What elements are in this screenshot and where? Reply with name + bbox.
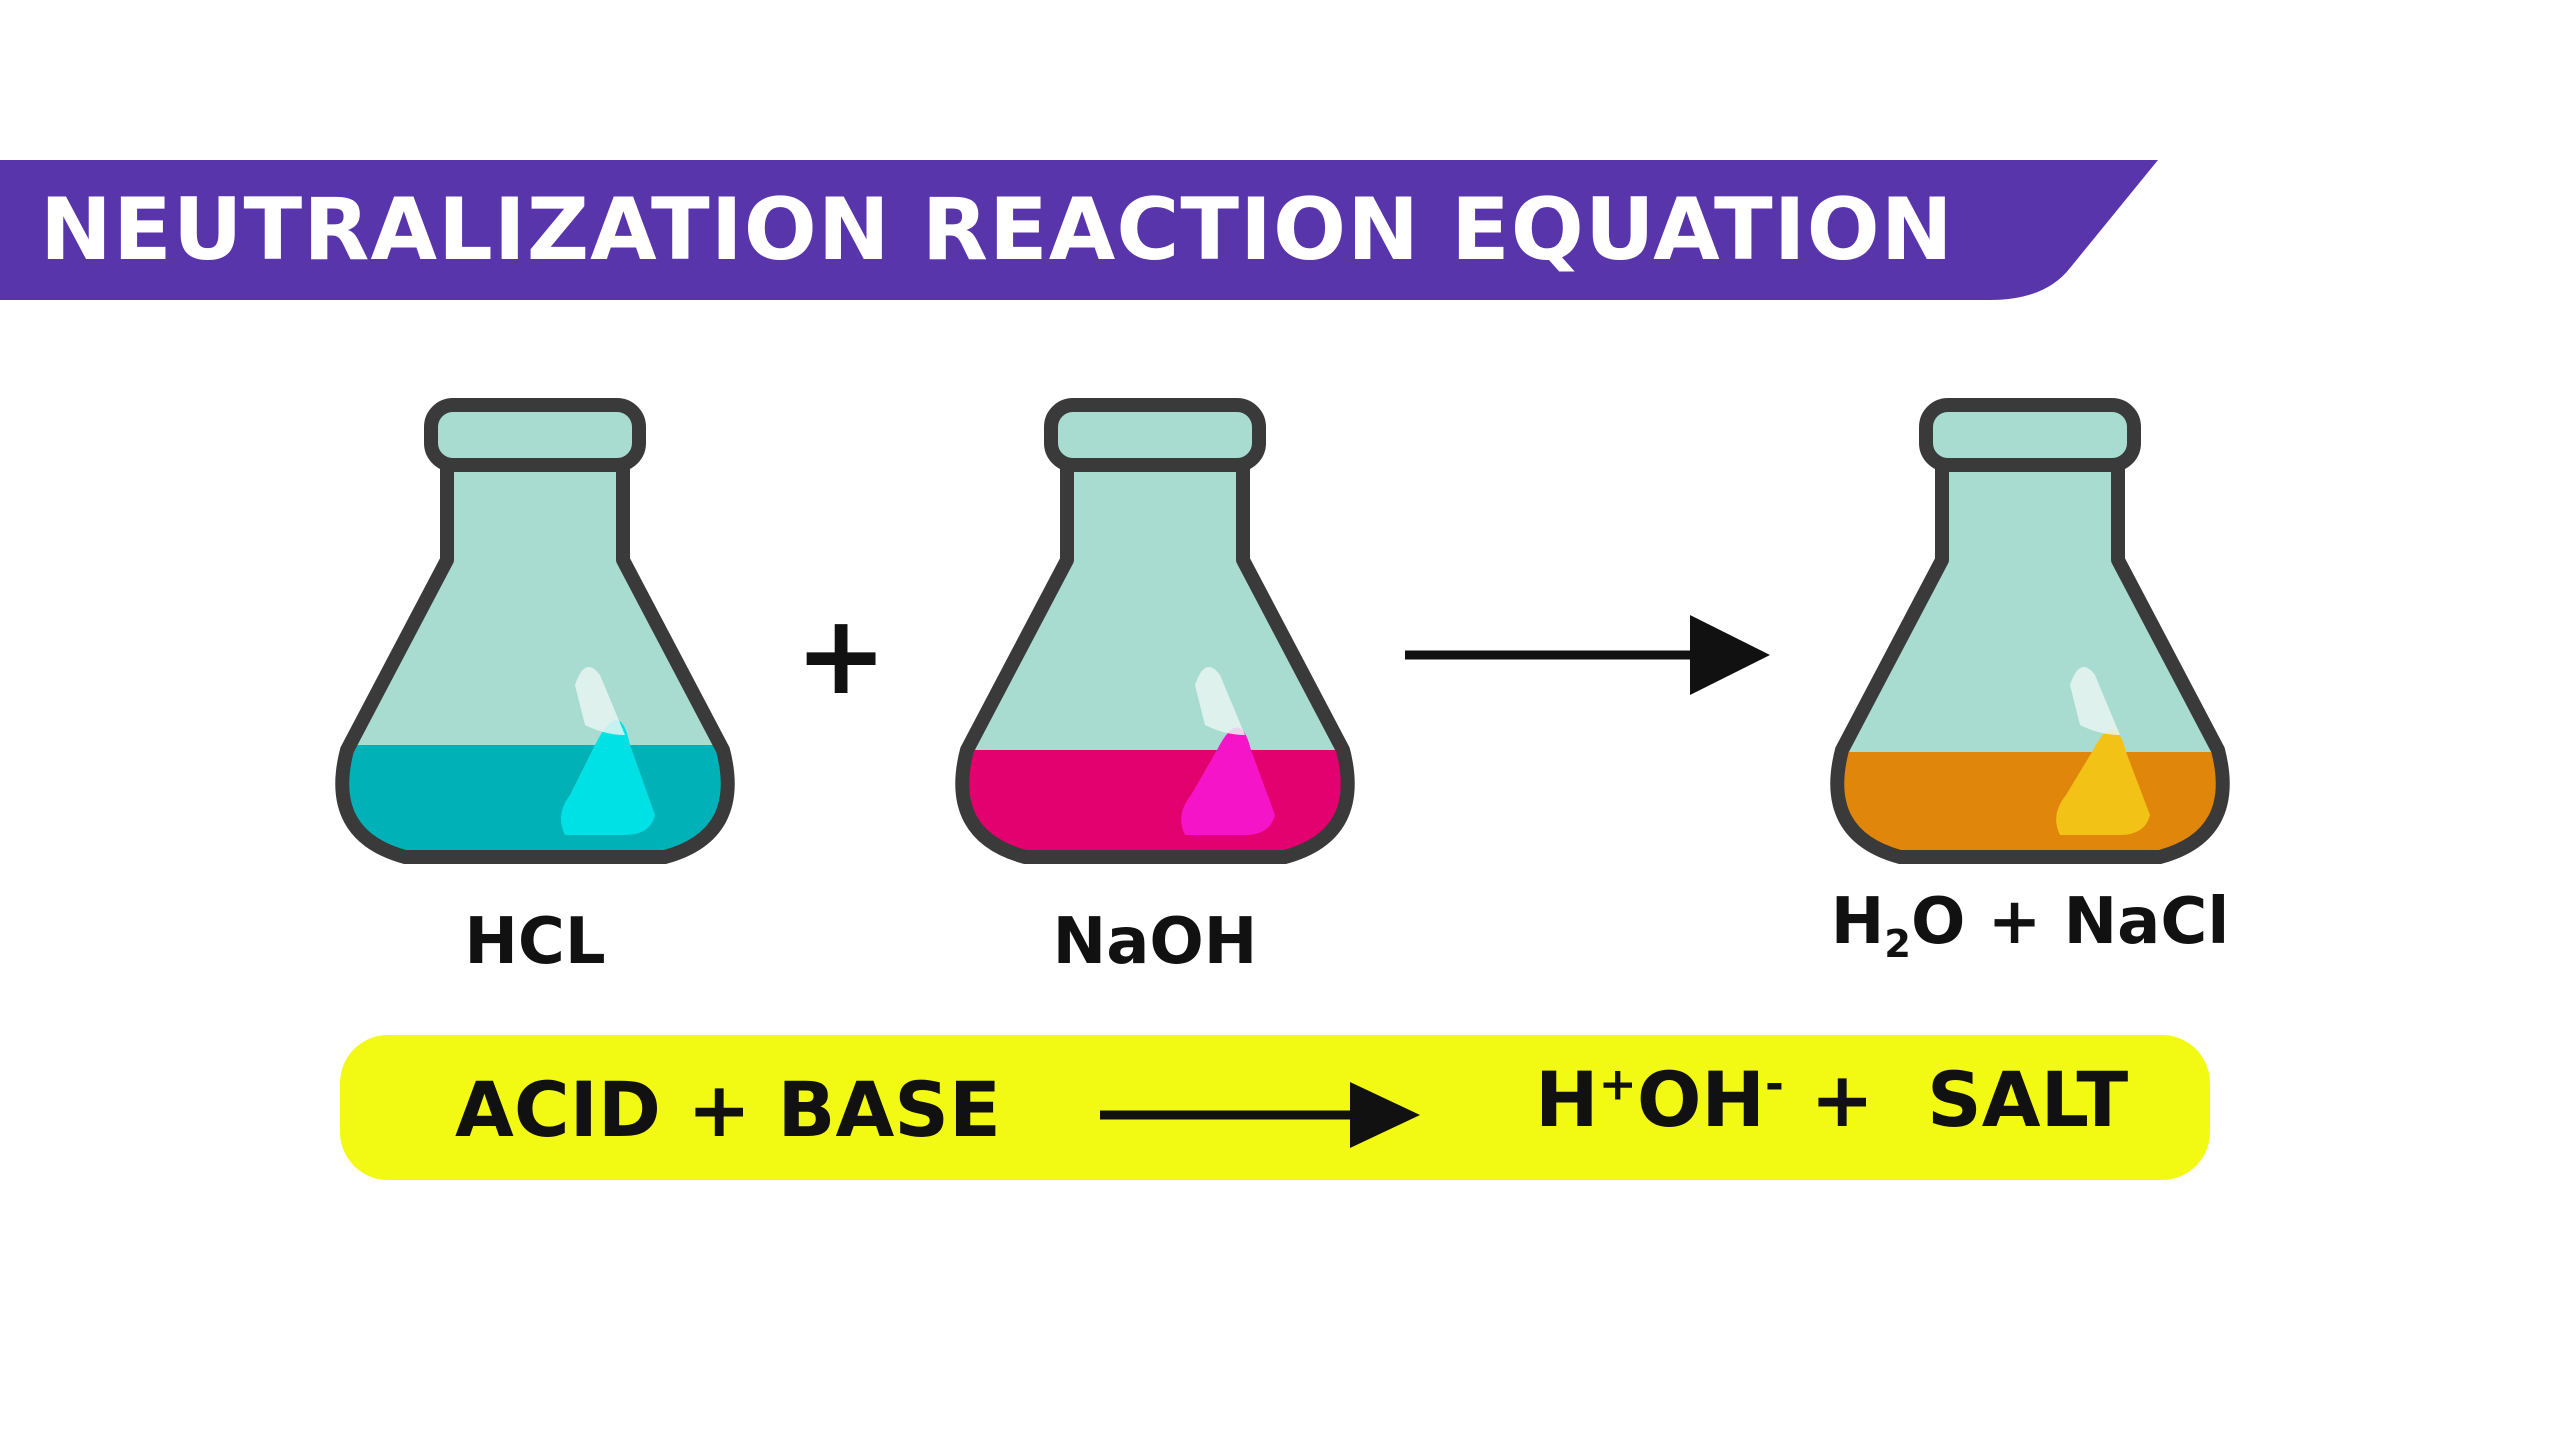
summary-salt: + SALT <box>1783 1055 2129 1144</box>
summary-highlight-bar <box>340 1035 2210 1180</box>
acid-flask-icon <box>335 398 735 864</box>
product-label-subscript: 2 <box>1884 921 1912 967</box>
base-flask-icon <box>955 398 1355 864</box>
summary-h: H <box>1535 1055 1599 1144</box>
product-label-rest: O + NaCl <box>1911 885 2230 959</box>
summary-oh: OH <box>1636 1055 1766 1144</box>
summary-reactants: ACID + BASE <box>455 1065 1001 1154</box>
summary-plus-charge: + <box>1598 1057 1637 1111</box>
summary-minus-charge: - <box>1765 1057 1784 1111</box>
plus-operator: + <box>795 591 888 719</box>
product-flask-icon <box>1830 398 2230 864</box>
base-label: NaOH <box>1052 905 1258 979</box>
title-banner: NEUTRALIZATION REACTION EQUATION <box>0 160 2160 300</box>
summary-products: H+OH- + SALT <box>1535 1055 2128 1144</box>
arrow-right-icon <box>1405 615 1770 695</box>
product-label-h: H <box>1830 885 1885 959</box>
acid-label: HCL <box>464 905 606 979</box>
page-title: NEUTRALIZATION REACTION EQUATION <box>40 180 1954 280</box>
product-label: H2O + NaCl <box>1805 885 2255 967</box>
banner-shape <box>0 160 2158 300</box>
summary-arrow-icon <box>1100 1082 1420 1148</box>
